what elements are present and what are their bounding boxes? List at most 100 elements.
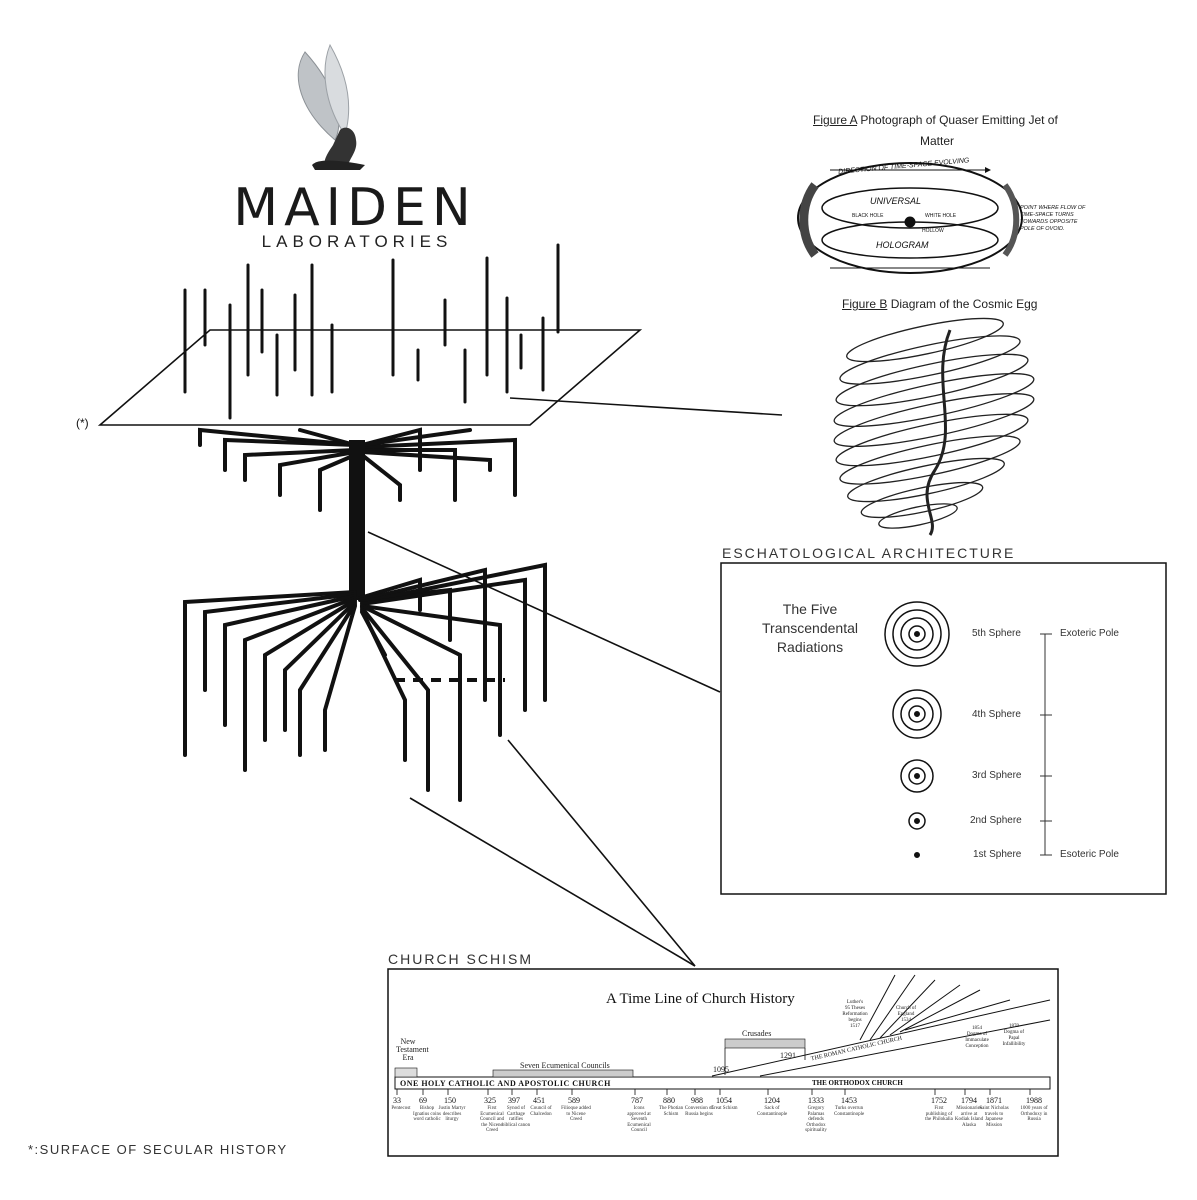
timeline-year: 33 — [393, 1096, 401, 1105]
radiations-heading-line: The Five — [782, 601, 838, 617]
sphere-core — [914, 852, 920, 858]
main-church-band: ONE HOLY CATHOLIC AND APOSTOLIC CHURCH — [400, 1079, 611, 1088]
sphere-diagram — [884, 601, 950, 858]
sphere-core — [914, 631, 920, 637]
timeline-year: 787 — [631, 1096, 643, 1105]
upper-strands — [183, 243, 560, 420]
england-line: 1534 — [901, 1018, 911, 1023]
timeline-year: 325 — [484, 1096, 496, 1105]
figure-a-ovoid — [797, 162, 1023, 274]
sphere-label-3: 3rd Sphere — [972, 770, 1022, 781]
figure-a-label-black-hole: BLACK HOLE — [852, 213, 884, 219]
footnote: *:SURFACE OF SECULAR HISTORY — [28, 1142, 288, 1157]
timeline-event: Conversion of Russia begins — [684, 1106, 714, 1117]
infallibility-line: 1870 — [1009, 1024, 1019, 1029]
sphere-ring — [908, 812, 926, 830]
timeline-year: 1333 — [808, 1096, 824, 1105]
timeline-event: Filioque added to Nicene Creed — [561, 1106, 591, 1122]
sphere-label-5: 5th Sphere — [972, 628, 1021, 639]
timeline-year: 451 — [533, 1096, 545, 1105]
nt-era-label: New Testament Era — [396, 1037, 429, 1062]
secular-surface-plane — [97, 329, 643, 426]
timeline-event: Great Schism — [710, 1106, 738, 1111]
surface-marker: (*) — [76, 416, 89, 430]
sphere-ring — [900, 697, 934, 731]
nt-era-line: Era — [402, 1053, 414, 1062]
exoteric-pole-label: Exoteric Pole — [1060, 628, 1119, 639]
crusades-label: Crusades — [742, 1029, 772, 1038]
timeline-year: 589 — [568, 1096, 580, 1105]
figure-b-caption: Figure B Diagram of the Cosmic Egg — [842, 297, 1102, 311]
immaculate-line: 1854 — [972, 1026, 982, 1031]
timeline-event: Saint Nicholas travels to Japanese Missi… — [979, 1106, 1009, 1128]
figure-a-label-universal: UNIVERSAL — [870, 196, 922, 206]
figure-a-caption-line2: Matter — [920, 134, 955, 148]
timeline-event: Turks overrun Constantinople — [834, 1106, 865, 1117]
councils-label: Seven Ecumenical Councils — [520, 1061, 610, 1070]
timeline-year: 397 — [508, 1096, 520, 1105]
eschatological-title: ESCHATOLOGICAL ARCHITECTURE — [722, 545, 1016, 561]
sphere-ring — [900, 617, 934, 651]
sphere-core — [914, 711, 920, 717]
church-schism-title: CHURCH SCHISM — [388, 951, 533, 967]
timeline-year: 880 — [663, 1096, 675, 1105]
sphere-ring — [900, 759, 934, 793]
nt-era-line: Testament — [396, 1045, 429, 1054]
infallibility-line: Infallibility — [1002, 1042, 1026, 1047]
immaculate-line: Dogma of — [966, 1032, 988, 1037]
figure-b-caption-text: Diagram of the Cosmic Egg — [887, 297, 1038, 311]
nt-era-line: New — [400, 1037, 416, 1046]
radiations-heading-line: Transcendental — [762, 620, 858, 636]
timeline-event: The Photian Schism — [658, 1106, 684, 1117]
timeline-event: Bishop Ignatius coins word catholic — [413, 1106, 441, 1122]
timeline-year: 988 — [691, 1096, 703, 1105]
brand-subtitle: LABORATORIES — [261, 232, 453, 251]
immaculate-note: 1854 Dogma of Immaculate Conception — [962, 1026, 992, 1050]
trunk — [349, 440, 365, 600]
luther-line: begins — [848, 1018, 862, 1023]
infallibility-line: Papal — [1008, 1036, 1020, 1041]
church-timeline-box — [387, 968, 1059, 1157]
figure-b-cosmic-egg — [833, 317, 1035, 536]
sphere-label-1: 1st Sphere — [973, 849, 1022, 860]
timeline-year: 1794 — [961, 1096, 977, 1105]
infallibility-line: Dogma of — [1003, 1030, 1025, 1035]
figure-b-prefix: Figure B — [842, 297, 888, 311]
timeline-event: Justin Martyr describes liturgy — [438, 1106, 466, 1122]
figure-a-caption: Figure A Photograph of Quaser Emitting J… — [813, 113, 1083, 127]
sphere-ring — [884, 601, 950, 667]
radiations-heading: The Five Transcendental Radiations — [755, 600, 865, 657]
sphere-ring — [892, 609, 942, 659]
infallibility-note: 1870 Dogma of Papal Infallibility — [1000, 1024, 1028, 1048]
winged-figure-icon — [297, 43, 365, 170]
sphere-core — [914, 773, 920, 779]
timeline-event: Icons approved at Seventh Ecumenical Cou… — [627, 1106, 651, 1133]
figure-a-label-hollow: HOLLOW — [922, 228, 944, 234]
immaculate-line: Immaculate — [965, 1038, 989, 1043]
root-system — [183, 562, 547, 802]
sphere-core — [914, 818, 920, 824]
timeline-event: First Ecumenical Council and the Nicene … — [479, 1106, 505, 1133]
timeline-event: Synod of Carthage ratifies biblical cano… — [501, 1106, 531, 1128]
sphere-label-2: 2nd Sphere — [970, 815, 1022, 826]
eschatological-box — [720, 562, 1167, 895]
orthodox-band: THE ORTHODOX CHURCH — [812, 1079, 903, 1087]
timeline-year: 1204 — [764, 1096, 780, 1105]
timeline-event: Missionaries arrive at Kodiak Island Ala… — [954, 1106, 984, 1128]
figure-a-prefix: Figure A — [813, 113, 858, 127]
luther-line: Luther's — [846, 1000, 864, 1005]
timeline-event: Pentecost — [391, 1106, 411, 1111]
timeline-year: 1453 — [841, 1096, 857, 1105]
radiations-heading-line: Radiations — [776, 639, 844, 655]
esoteric-pole-label: Esoteric Pole — [1060, 849, 1119, 860]
timeline-year: 1871 — [986, 1096, 1002, 1105]
figure-a-label-hologram: HOLOGRAM — [876, 240, 929, 250]
figure-a-point-note: POINT WHERE FLOW OF TIME-SPACE TURNS TOW… — [1020, 205, 1086, 232]
timeline-year: 1988 — [1026, 1096, 1042, 1105]
sphere-ring — [908, 705, 926, 723]
timeline-event: Sack of Constantinople — [757, 1106, 788, 1117]
timeline-event: 1000 years of Orthodoxy in Russia — [1020, 1106, 1048, 1122]
england-note: Church of England 1534 — [893, 1006, 919, 1024]
england-line: Church of — [895, 1006, 917, 1011]
